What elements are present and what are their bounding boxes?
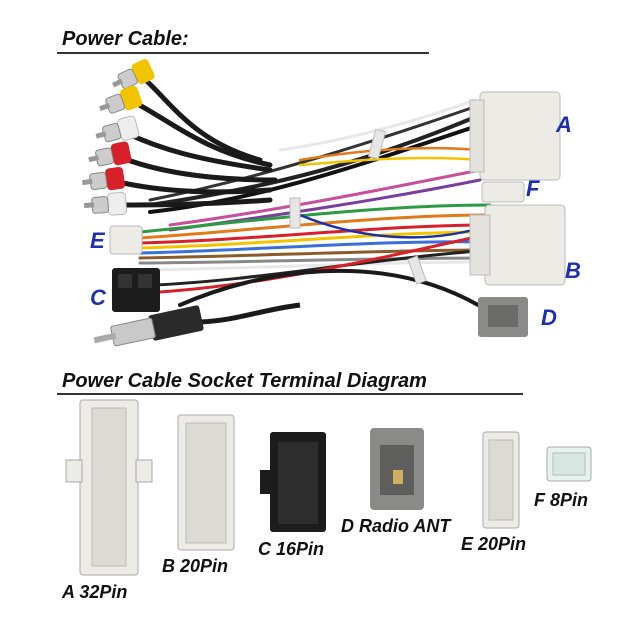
rca-plug-icon: [82, 59, 155, 216]
wire-harness-illustration: [82, 59, 566, 347]
socket-f-8pin: [546, 446, 592, 482]
socket-a-caption: A 32Pin: [62, 582, 128, 602]
connector-c: [112, 268, 160, 312]
socket-c-caption: C 16Pin: [258, 539, 325, 559]
antenna-plug-icon: [93, 302, 301, 347]
socket-b-caption: B 20Pin: [162, 556, 229, 576]
connector-d: [478, 297, 528, 337]
connector-d-label: D: [541, 305, 557, 330]
connector-f-label: F: [526, 176, 540, 201]
socket-f-caption: F 8Pin: [534, 490, 589, 510]
socket-diagram-heading: Power Cable Socket Terminal Diagram: [62, 370, 427, 392]
connector-e-label: E: [90, 228, 105, 253]
socket-b-20pin: [177, 414, 235, 551]
connector-b: [469, 204, 566, 286]
socket-c-16pin: [260, 432, 326, 532]
power-cable-heading: Power Cable:: [62, 28, 189, 50]
connector-f: [481, 181, 525, 203]
connector-a-label: A: [556, 112, 572, 137]
connector-c-label: C: [90, 285, 106, 310]
socket-a-32pin: [65, 399, 153, 576]
connector-a: [469, 91, 561, 181]
connector-b-label: B: [565, 258, 581, 283]
socket-d-caption: D Radio ANT: [341, 516, 451, 536]
socket-e-caption: E 20Pin: [461, 534, 527, 554]
socket-d-radio-ant: [370, 428, 424, 510]
heading-underline: [57, 52, 429, 54]
heading-underline: [57, 393, 523, 395]
wire-bundle: [138, 98, 492, 307]
socket-e-20pin: [482, 431, 520, 529]
connector-e: [109, 225, 143, 255]
